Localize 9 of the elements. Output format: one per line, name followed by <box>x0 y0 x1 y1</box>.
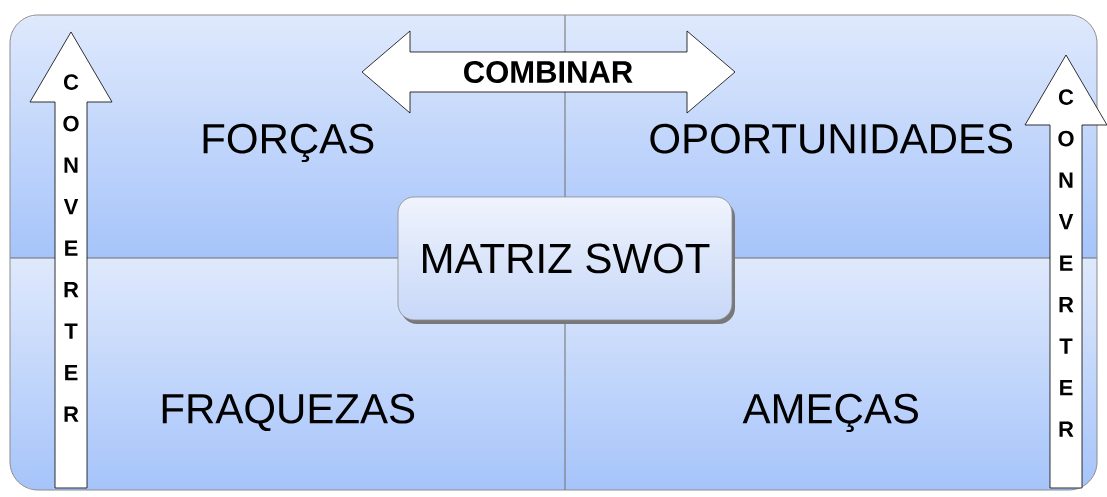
node-label: OPORTUNIDADES <box>650 123 1013 154</box>
node-label: FORÇAS <box>203 123 374 163</box>
node-label: FRAQUEZAS <box>162 393 415 432</box>
node-label: AMEÇAS <box>742 393 918 433</box>
block-arrow <box>29 31 113 489</box>
title-box: MATRIZ SWOT <box>397 196 735 324</box>
block-arrow <box>1024 54 1107 489</box>
edge-label: CONVERTER <box>63 74 79 422</box>
block-arrow <box>361 30 736 114</box>
